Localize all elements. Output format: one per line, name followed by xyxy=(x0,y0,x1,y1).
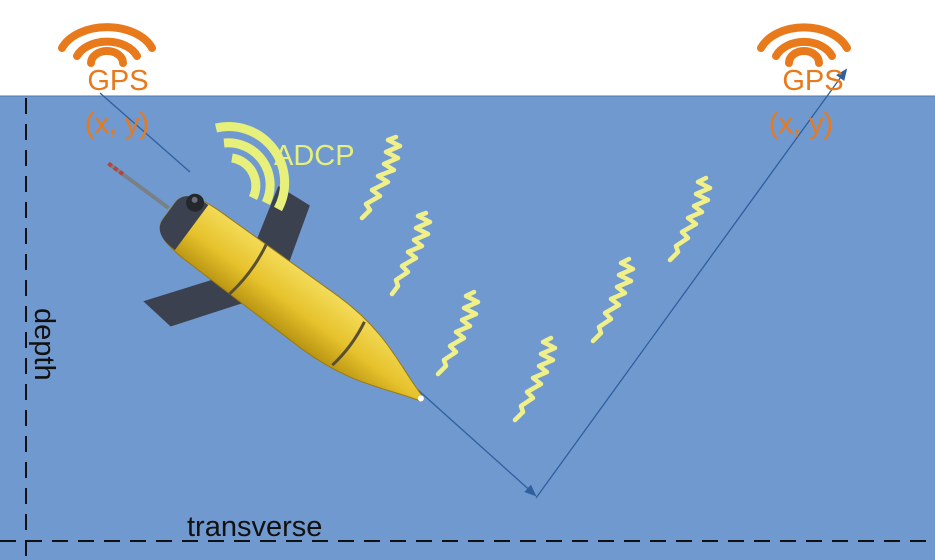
glider-band-rear xyxy=(331,321,366,367)
squiggle-3 xyxy=(435,289,481,377)
gps-label-right: GPS xyxy=(782,65,843,97)
squiggle-1 xyxy=(359,134,403,221)
squiggle-2 xyxy=(389,210,433,297)
squiggle-6 xyxy=(667,175,713,263)
glider-nose-tip xyxy=(417,395,424,402)
gps-coords-right: (x, y) xyxy=(769,108,833,140)
descent-path-arrow xyxy=(417,389,537,497)
transverse-label: transverse xyxy=(187,511,322,543)
descent-path-start xyxy=(99,92,191,173)
adcp-signal-icon xyxy=(214,122,290,212)
depth-label: depth xyxy=(28,308,60,381)
adcp-label: ADCP xyxy=(274,140,355,172)
gps-signal-icon-right xyxy=(757,23,851,67)
squiggle-4 xyxy=(512,335,558,423)
glider xyxy=(107,161,424,402)
glider-band-front xyxy=(228,243,268,296)
squiggle-5 xyxy=(590,256,636,344)
ascent-path-arrow xyxy=(535,68,848,499)
glider-antenna xyxy=(107,161,170,210)
acoustic-returns xyxy=(359,134,713,423)
gps-coords-left: (x, y) xyxy=(85,108,149,140)
gps-label-left: GPS xyxy=(87,65,148,97)
gps-signal-icon-left xyxy=(58,23,156,67)
